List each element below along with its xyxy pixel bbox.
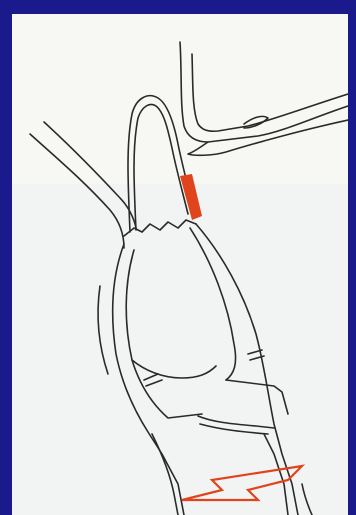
paper-shade bbox=[12, 184, 348, 515]
dental-extraction-illustration bbox=[12, 14, 348, 515]
illustration-panel bbox=[12, 14, 348, 515]
